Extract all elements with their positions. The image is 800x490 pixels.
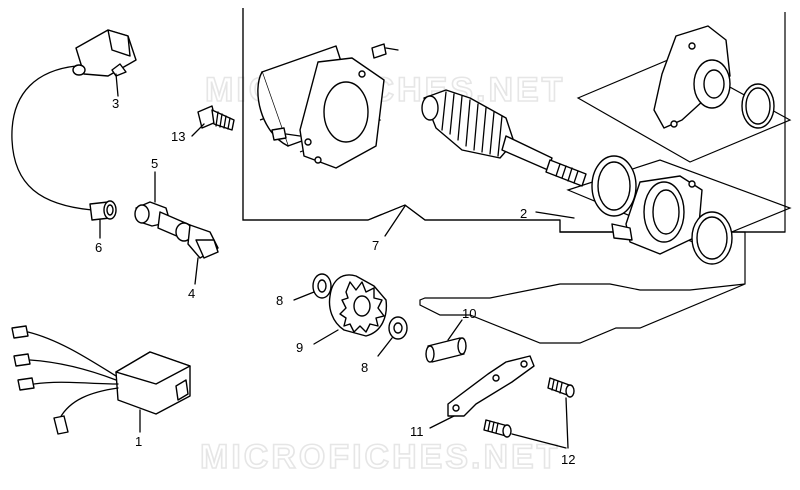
- spark-plug-cap-boot: [89, 200, 117, 221]
- idler-shaft-pin: [425, 337, 467, 363]
- callout-8a: 8: [276, 293, 283, 308]
- callout-7: 7: [372, 238, 379, 253]
- callout-8b: 8: [361, 360, 368, 375]
- spark-plug-cap: [134, 201, 219, 259]
- callout-1: 1: [135, 434, 142, 449]
- ignition-coil: [11, 29, 137, 211]
- leader-2: [535, 211, 575, 219]
- leader-8a: [293, 291, 315, 301]
- housing-screw: [197, 105, 235, 131]
- leader-11: [429, 415, 455, 429]
- bracket-bolts: [483, 377, 575, 438]
- support-bracket: [447, 355, 535, 417]
- rear-cap-plane: [576, 56, 792, 163]
- frame-left: [242, 8, 560, 221]
- leader-3: [115, 73, 119, 97]
- leader-13: [191, 123, 205, 137]
- starter-armature: [421, 89, 587, 187]
- starter-pinion-gear: [328, 274, 388, 337]
- callout-2: 2: [520, 206, 527, 221]
- leader-9: [313, 329, 339, 345]
- front-end-cap: [591, 155, 733, 265]
- callout-12: 12: [561, 452, 575, 467]
- watermark-bottom: MICROFICHES.NET: [200, 438, 560, 476]
- rear-end-cap: [653, 25, 775, 129]
- leader-8b: [377, 337, 393, 357]
- callout-6: 6: [95, 240, 102, 255]
- starter-motor-housing: [257, 43, 399, 169]
- callout-11: 11: [410, 424, 424, 439]
- callout-4: 4: [188, 286, 195, 301]
- leader-10: [447, 319, 463, 341]
- leader-12b: [511, 433, 567, 449]
- callout-13: 13: [171, 129, 185, 144]
- cdi-unit: [11, 325, 191, 435]
- callout-3: 3: [112, 96, 119, 111]
- callout-10: 10: [462, 306, 476, 321]
- callout-9: 9: [296, 340, 303, 355]
- washer-upper: [312, 273, 332, 299]
- leader-7: [384, 205, 406, 237]
- callout-5: 5: [151, 156, 158, 171]
- leader-4: [194, 257, 199, 285]
- leader-12a: [565, 397, 569, 449]
- washer-lower: [388, 316, 408, 340]
